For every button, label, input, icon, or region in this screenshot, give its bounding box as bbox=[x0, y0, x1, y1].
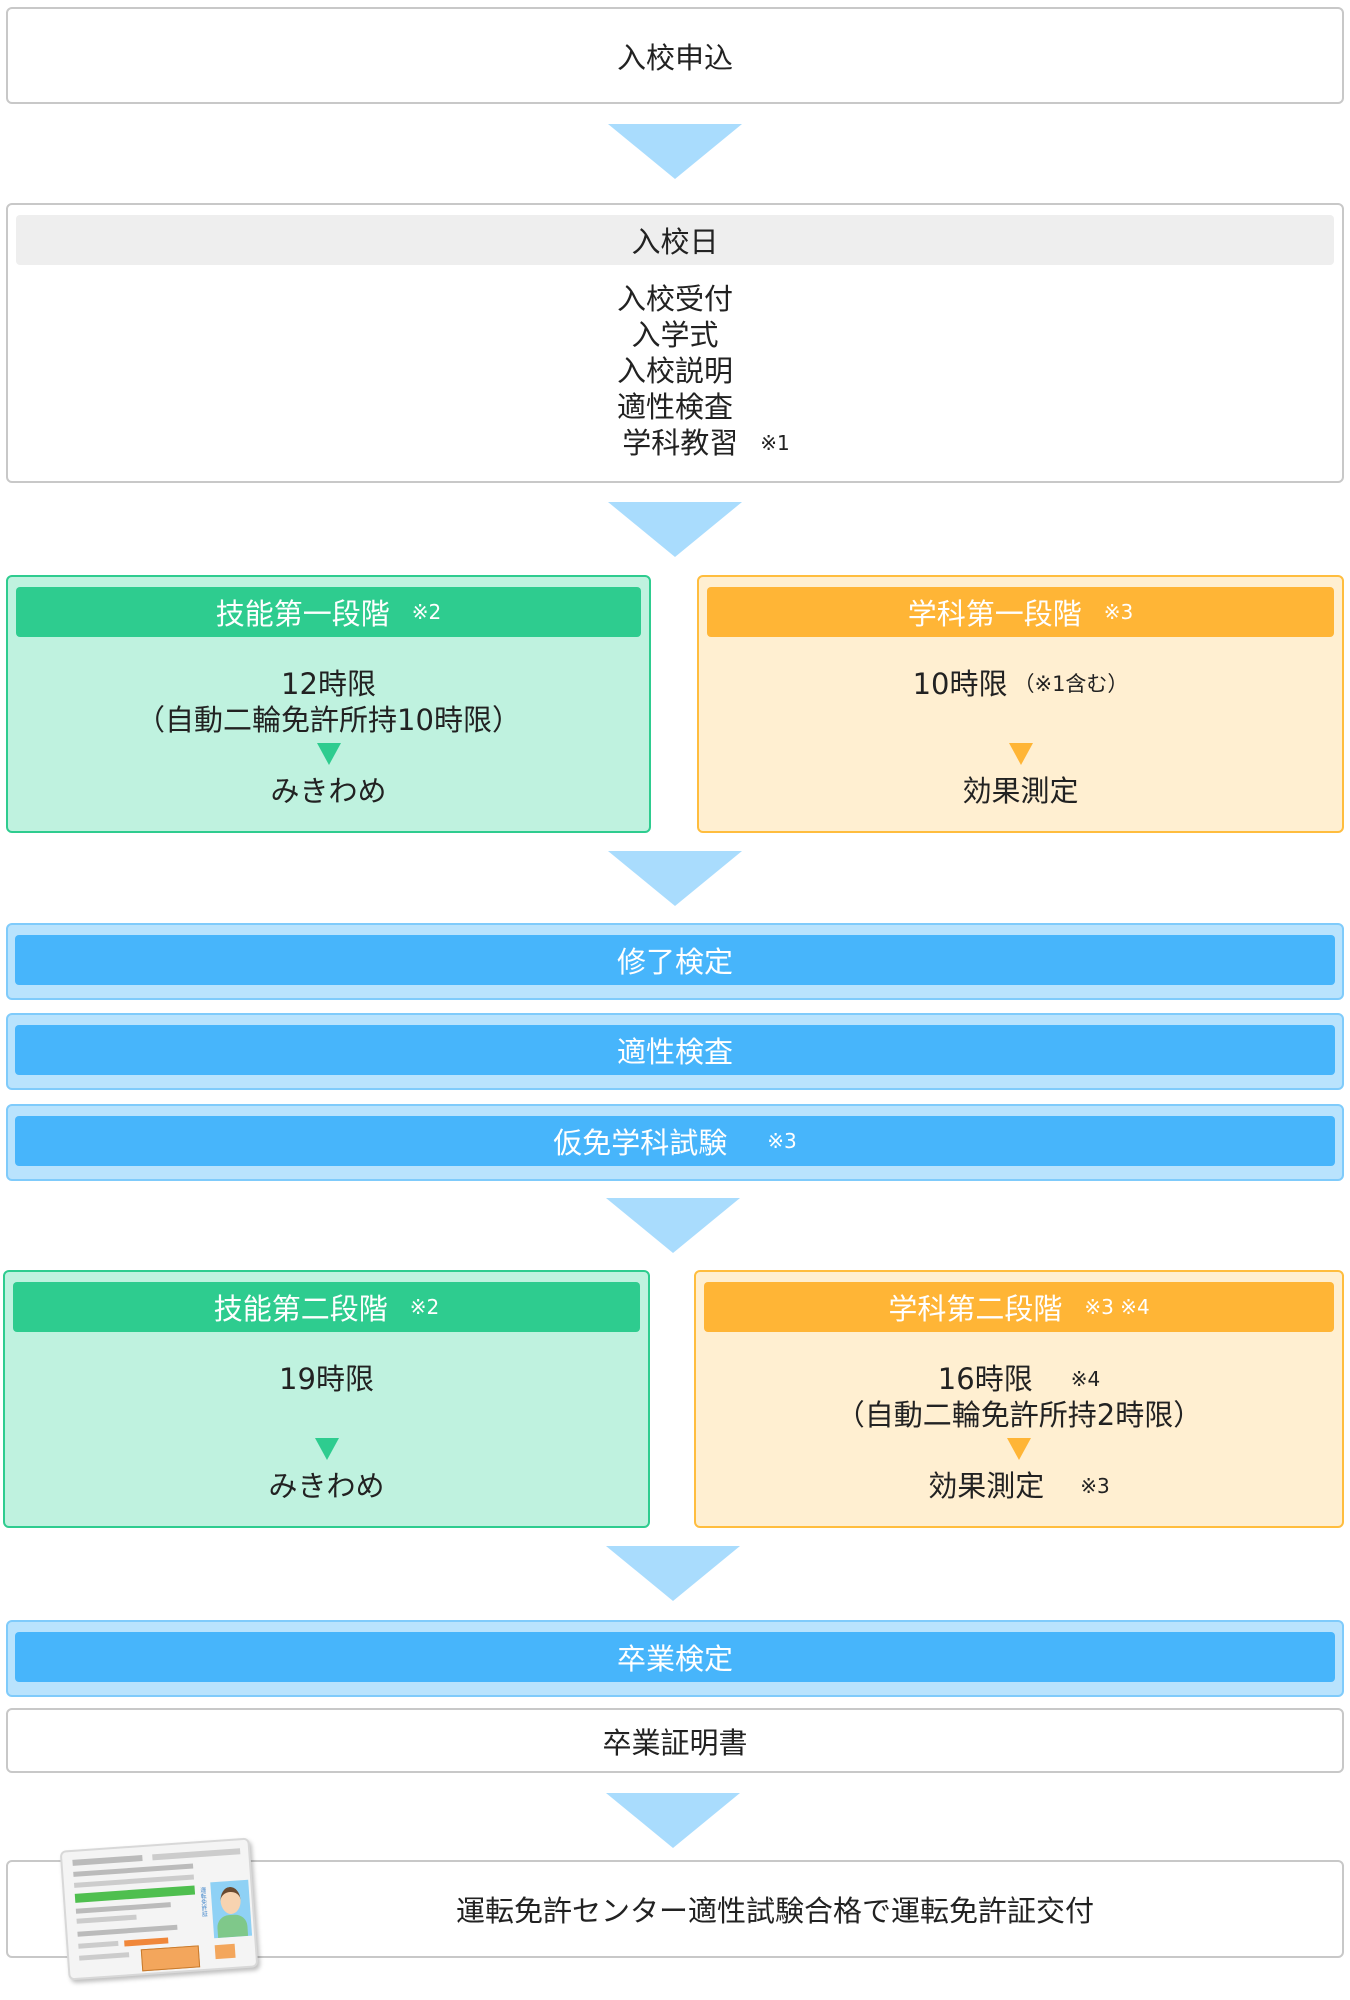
practical-stage1-hours: 12時限 bbox=[8, 666, 649, 702]
footnote-mark: ※3 bbox=[1104, 600, 1133, 624]
practical-stage2-title: 技能第二段階 ※2 bbox=[13, 1282, 640, 1332]
academic-stage1-title: 学科第一段階 ※3 bbox=[707, 587, 1334, 637]
down-triangle-icon bbox=[315, 1438, 339, 1460]
academic-stage2-hours: 16時限 ※4 bbox=[696, 1361, 1342, 1397]
step-label: 適性検査 bbox=[15, 1025, 1335, 1075]
list-item: 適性検査 bbox=[617, 389, 733, 425]
list-item: 学科教習 ※1 bbox=[622, 425, 790, 461]
footnote-mark: ※1 bbox=[760, 425, 789, 461]
flow-arrow-icon bbox=[608, 124, 742, 179]
step-label: 卒業検定 bbox=[15, 1632, 1335, 1682]
flow-arrow-icon bbox=[606, 1546, 740, 1601]
practical-stage1-panel: 技能第一段階 ※2 12時限 （自動二輪免許所持10時限） みきわめ bbox=[6, 575, 651, 833]
enrollment-day-title: 入校日 bbox=[16, 215, 1334, 265]
practical-stage1-title: 技能第一段階 ※2 bbox=[16, 587, 641, 637]
hours-note: （※1含む） bbox=[1013, 666, 1128, 702]
practical-stage2-panel: 技能第二段階 ※2 19時限 みきわめ bbox=[3, 1270, 650, 1528]
footnote-mark: ※2 bbox=[412, 600, 441, 624]
academic-stage1-panel: 学科第一段階 ※3 10時限 （※1含む） 効果測定 bbox=[697, 575, 1344, 833]
footnote-mark: ※3 bbox=[1080, 1468, 1109, 1504]
drivers-license-card-icon: 運転免許証 bbox=[60, 1838, 259, 1981]
enrollment-day-box: 入校日 入校受付 入学式 入校説明 適性検査 学科教習 ※1 bbox=[6, 203, 1344, 483]
practical-stage2-hours: 19時限 bbox=[5, 1361, 648, 1397]
footnote-mark: ※3 ※4 bbox=[1084, 1295, 1149, 1319]
academic-stage1-hours: 10時限 （※1含む） bbox=[699, 666, 1342, 702]
flow-arrow-icon bbox=[606, 1793, 740, 1848]
academic-stage2-title: 学科第二段階 ※3 ※4 bbox=[704, 1282, 1334, 1332]
license-issue-label: 運転免許センター適性試験合格で運転免許証交付 bbox=[208, 1862, 1342, 1956]
list-item: 入校受付 bbox=[617, 281, 733, 317]
step-label: 卒業証明書 bbox=[602, 1720, 747, 1762]
practical-stage1-result: みきわめ bbox=[8, 773, 649, 809]
academic-stage2-result: 効果測定 ※3 bbox=[696, 1468, 1342, 1504]
flow-arrow-icon bbox=[608, 851, 742, 906]
flow-arrow-icon bbox=[606, 1198, 740, 1253]
step-label: 入校申込 bbox=[617, 35, 733, 77]
academic-stage2-panel: 学科第二段階 ※3 ※4 16時限 ※4 （自動二輪免許所持2時限） 効果測定 … bbox=[694, 1270, 1344, 1528]
academic-stage2-hours-sub: （自動二輪免許所持2時限） bbox=[696, 1397, 1342, 1433]
step-graduation-exam: 卒業検定 bbox=[6, 1620, 1344, 1697]
down-triangle-icon bbox=[1009, 743, 1033, 765]
enrollment-day-items: 入校受付 入学式 入校説明 適性検査 学科教習 ※1 bbox=[8, 281, 1342, 461]
avatar bbox=[210, 1880, 252, 1939]
step-enrollment-application: 入校申込 bbox=[6, 7, 1344, 104]
down-triangle-icon bbox=[317, 743, 341, 765]
footnote-mark: ※2 bbox=[410, 1295, 439, 1319]
step-aptitude-test: 適性検査 bbox=[6, 1013, 1344, 1090]
practical-stage2-result: みきわめ bbox=[5, 1468, 648, 1504]
step-completion-exam: 修了検定 bbox=[6, 923, 1344, 1000]
step-provisional-written-exam: 仮免学科試験 ※3 bbox=[6, 1104, 1344, 1181]
step-label: 仮免学科試験 ※3 bbox=[15, 1116, 1335, 1166]
footnote-mark: ※4 bbox=[1071, 1361, 1100, 1397]
flow-arrow-icon bbox=[608, 502, 742, 557]
card-text: 運転免許証 bbox=[198, 1887, 210, 1941]
practical-stage1-hours-sub: （自動二輪免許所持10時限） bbox=[8, 702, 649, 738]
step-label: 修了検定 bbox=[15, 935, 1335, 985]
down-triangle-icon bbox=[1007, 1438, 1031, 1460]
list-item: 入学式 bbox=[631, 317, 718, 353]
academic-stage1-result: 効果測定 bbox=[699, 773, 1342, 809]
list-item: 入校説明 bbox=[617, 353, 733, 389]
step-graduation-certificate: 卒業証明書 bbox=[6, 1708, 1344, 1773]
footnote-mark: ※3 bbox=[767, 1129, 796, 1153]
